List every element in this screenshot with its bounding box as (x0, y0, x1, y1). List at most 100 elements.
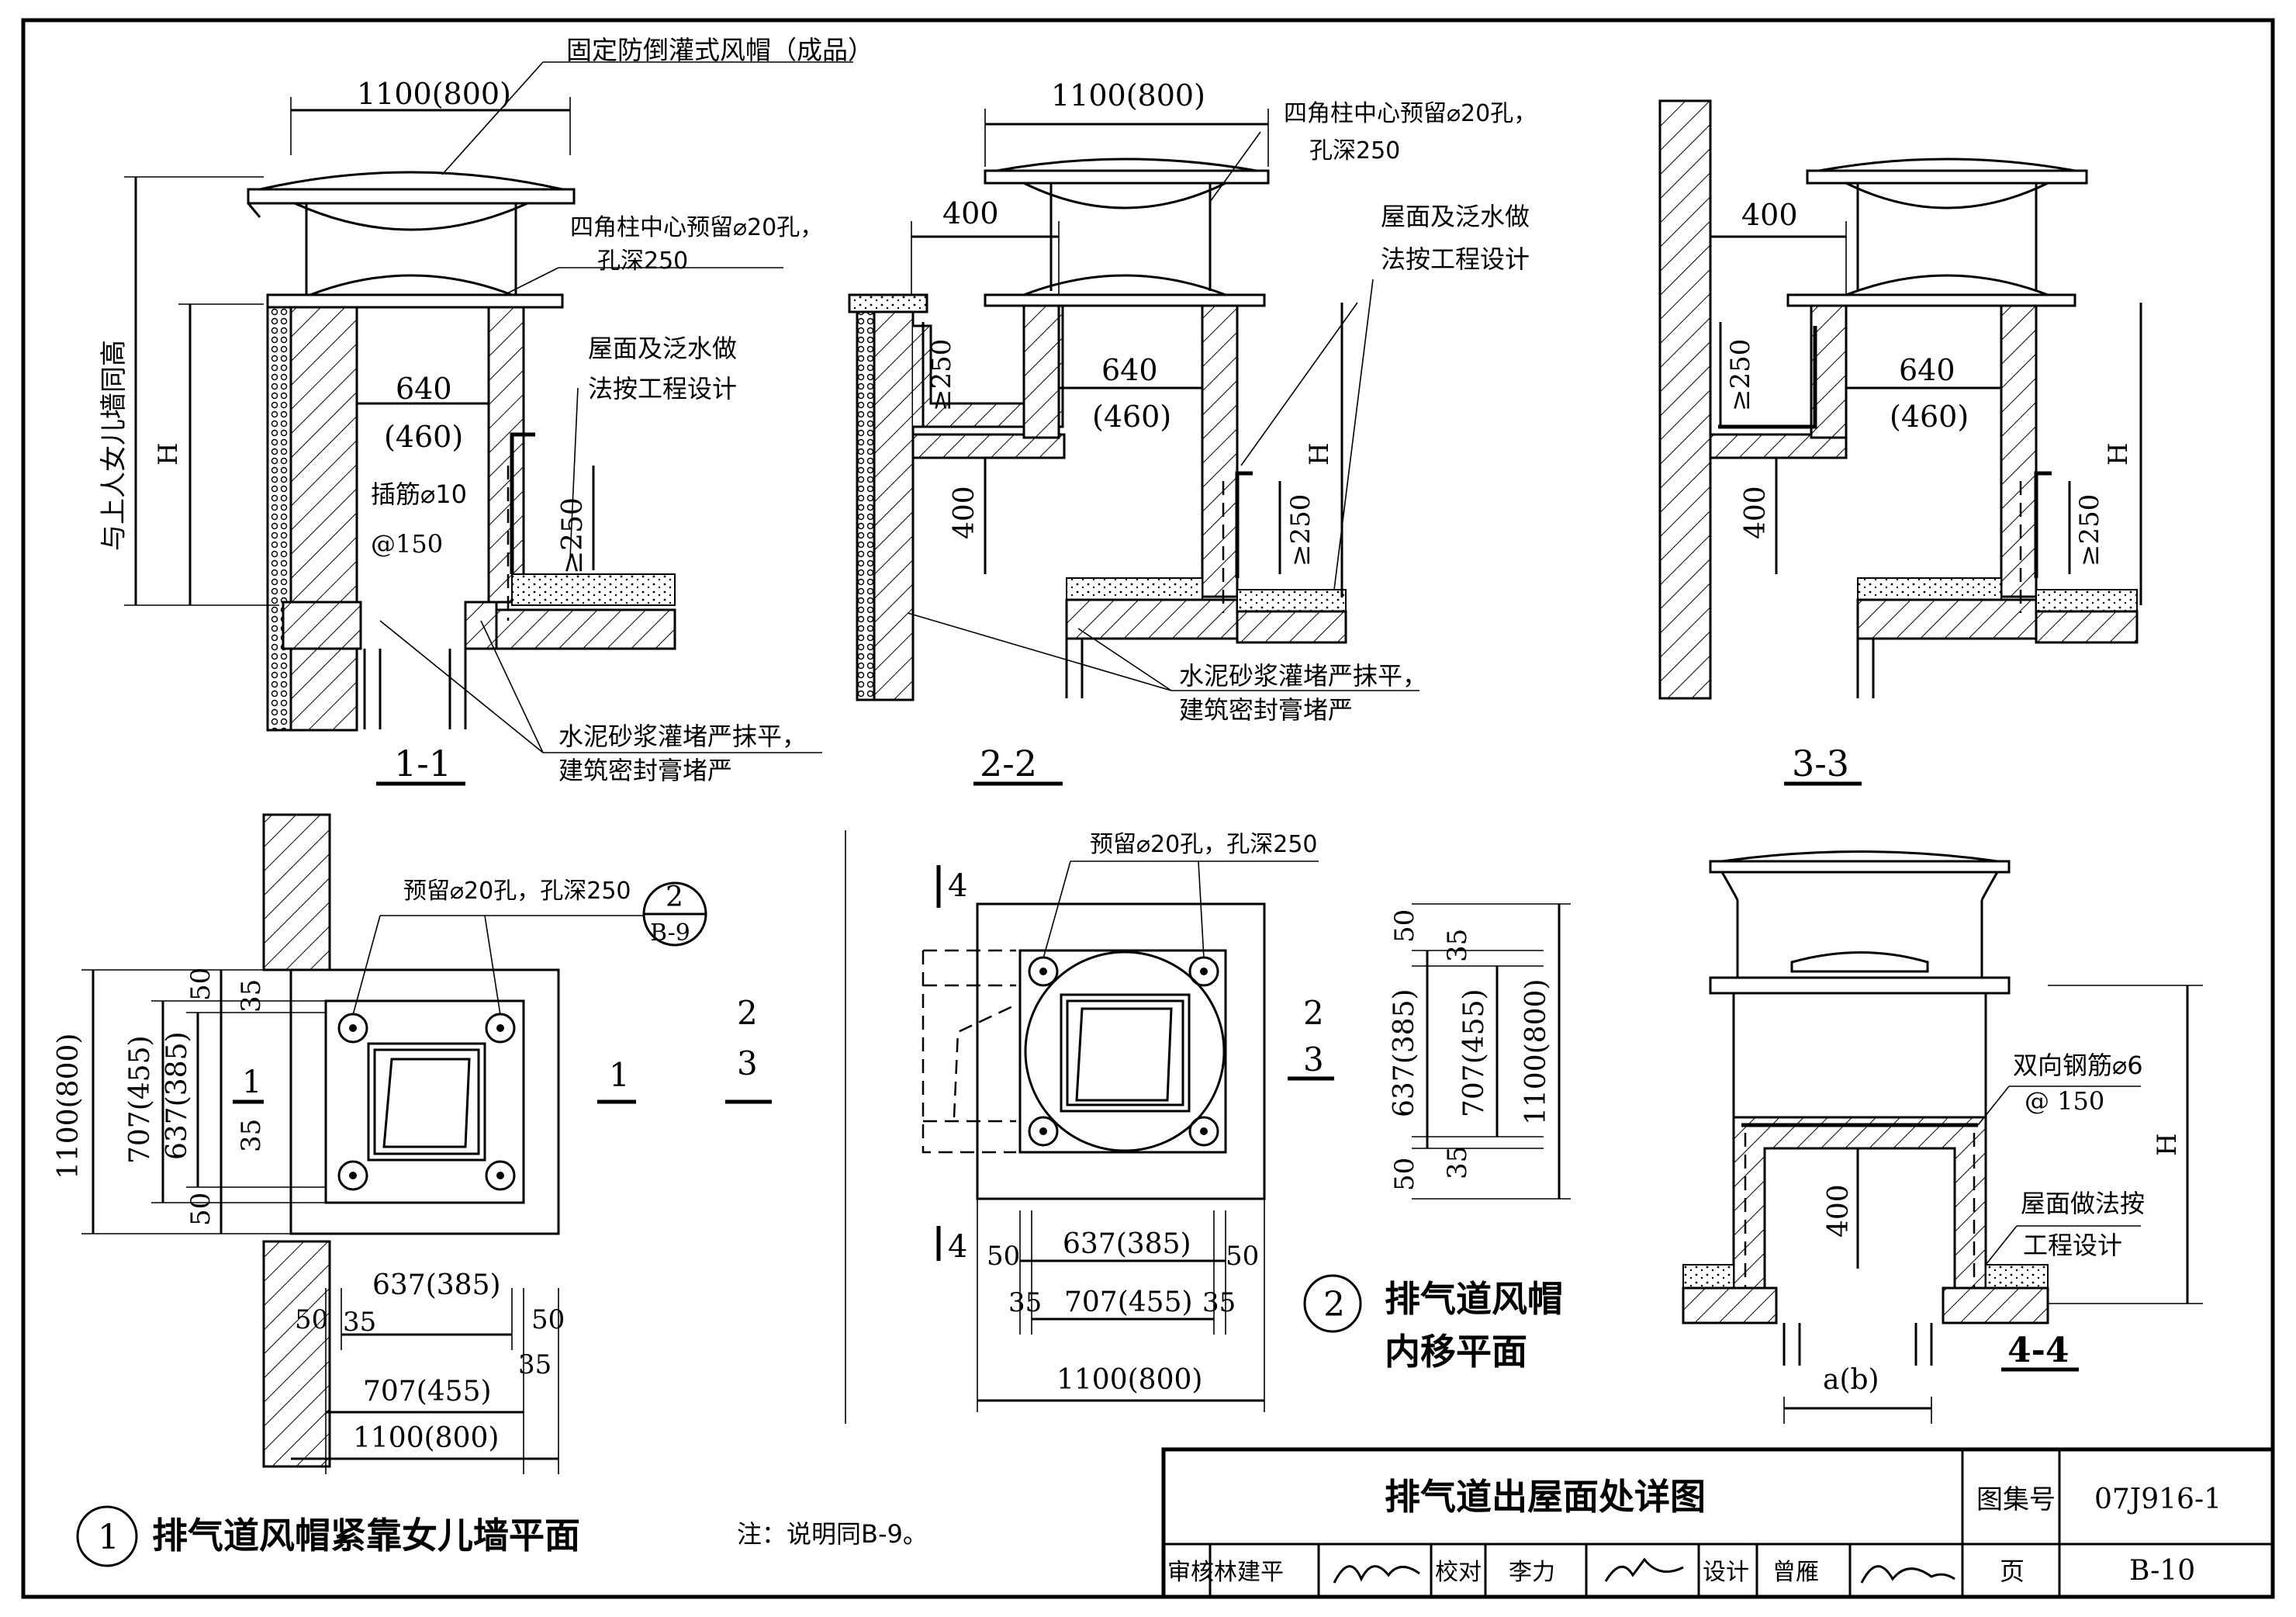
p1-h-dim-35a: 35 (343, 1307, 376, 1338)
s11-rebar-b: @150 (371, 529, 443, 559)
p1-v-dim-outer: 1100(800) (53, 1034, 85, 1179)
p1-number: 1 (98, 1518, 119, 1557)
checker-signature (1604, 1557, 1684, 1582)
s44-rebar-a: 双向钢筋⌀6 (2013, 1051, 2143, 1080)
p2-cut-2b: 3 (1303, 1040, 1324, 1079)
p1-h-dim-outer: 1100(800) (353, 1422, 499, 1454)
s11-flash-height: ≥250 (557, 497, 589, 574)
p2-h-dim-50b: 50 (1226, 1241, 1259, 1272)
s22-mortar-note-b: 建筑密封膏堵严 (1179, 695, 1353, 725)
s11-height: H (153, 442, 184, 466)
p1-h-dim-50b: 50 (531, 1304, 565, 1335)
reviewer-name: 林建平 (1214, 1559, 1284, 1586)
page-label: 页 (2000, 1556, 2025, 1586)
s22-label: 2-2 (980, 743, 1037, 784)
s22-hole-note-b: 孔深250 (1309, 137, 1400, 164)
s11-inner-dim-a: 640 (396, 372, 452, 406)
plan-2-drawing (922, 860, 1571, 1412)
s11-cap-width: 1100(800) (357, 77, 511, 111)
review-label: 审核 (1167, 1559, 1214, 1586)
p1-cut-2b: 3 (737, 1044, 758, 1082)
title-block (1161, 1447, 2275, 1599)
s33-flash-height: ≥250 (2074, 494, 2105, 566)
s22-offset: 400 (942, 196, 999, 230)
p1-title: 排气道风帽紧靠女儿墙平面 (152, 1515, 580, 1556)
plan-1-drawing (76, 813, 846, 1567)
p2-v-dim-35a: 35 (1442, 929, 1473, 962)
s33-inner-dim-a: 640 (1899, 353, 1955, 387)
p1-v-dim-50a: 50 (185, 968, 216, 1001)
p2-cut-4b: 4 (948, 1229, 967, 1265)
p2-hole-note: 预留⌀20孔，孔深250 (1090, 831, 1318, 858)
s44-height: H (2152, 1133, 2183, 1156)
s44-rebar-b: @ 150 (2025, 1086, 2104, 1116)
p1-ref-top: 2 (666, 881, 683, 913)
p2-v-dim-707: 707(455) (1458, 989, 1490, 1117)
p2-v-dim-35b: 35 (1442, 1146, 1473, 1179)
section-3-3 (1658, 99, 2142, 786)
s33-offset: 400 (1741, 198, 1798, 232)
p1-h-dim-35b: 35 (518, 1349, 552, 1380)
s44-roof-note-b: 工程设计 (2023, 1231, 2122, 1260)
drawing-title: 排气道出屋面处详图 (1385, 1476, 1706, 1518)
p2-h-dim-outer: 1100(800) (1056, 1364, 1202, 1396)
check-label: 校对 (1435, 1559, 1482, 1586)
p1-h-dim-707: 707(455) (363, 1376, 492, 1408)
p2-h-dim-50a: 50 (987, 1241, 1020, 1272)
s33-height: H (2103, 442, 2134, 466)
s22-flash-height: ≥250 (1285, 494, 1316, 566)
p1-v-dim-35b: 35 (236, 1119, 267, 1152)
s11-inner-dim-b: (460) (384, 420, 463, 454)
s11-mortar-note-a: 水泥砂浆灌堵严抹平， (558, 722, 807, 751)
sheet-border (21, 18, 2275, 1599)
s11-hole-note-a: 四角柱中心预留⌀20孔， (570, 214, 823, 241)
s33-drop: 400 (1740, 486, 1772, 539)
reviewer-signature (1333, 1565, 1420, 1584)
designer-name: 曾雁 (1772, 1559, 1819, 1586)
s22-mortar-note-a: 水泥砂浆灌堵严抹平， (1179, 661, 1427, 691)
s22-height: H (1304, 442, 1335, 466)
s11-hole-note-b: 孔深250 (597, 248, 688, 275)
p1-v-dim-707: 707(455) (124, 1035, 156, 1164)
p2-h-dim-707: 707(455) (1064, 1286, 1193, 1318)
p2-h-dim-35b: 35 (1202, 1287, 1236, 1318)
p1-ref-bottom: B-9 (650, 919, 690, 947)
p2-v-dim-50b: 50 (1389, 1158, 1420, 1191)
s11-parapet-height: 与上人女儿墙同高 (99, 340, 130, 551)
p1-h-dim-637: 637(385) (372, 1269, 501, 1301)
s11-roof-note-a: 屋面及泛水做 (588, 334, 737, 363)
s22-hole-note-a: 四角柱中心预留⌀20孔， (1284, 100, 1537, 127)
s11-label: 1-1 (394, 743, 451, 784)
checker-name: 李力 (1509, 1559, 1555, 1586)
p1-v-dim-35a: 35 (236, 979, 267, 1013)
p1-note: 注：说明同B-9。 (737, 1519, 928, 1549)
p2-cut-4a: 4 (948, 868, 967, 904)
p2-v-dim-outer: 1100(800) (1520, 979, 1552, 1125)
s33-gutter-height: ≥250 (1725, 339, 1756, 411)
s22-roof-note-b: 法按工程设计 (1381, 244, 1530, 274)
section-4-4 (1682, 850, 2203, 1424)
p2-h-dim-35a: 35 (1008, 1287, 1042, 1318)
p1-v-dim-50b: 50 (185, 1193, 216, 1226)
s44-inner-height: 400 (1823, 1184, 1855, 1238)
design-label: 设计 (1703, 1559, 1749, 1586)
p2-h-dim-637: 637(385) (1063, 1228, 1191, 1260)
p2-v-dim-50a: 50 (1389, 909, 1420, 943)
s44-width: a(b) (1823, 1364, 1879, 1396)
page-number: B-10 (2129, 1555, 2195, 1587)
atlas-label: 图集号 (1976, 1484, 2056, 1515)
p1-v-dim-637: 637(385) (161, 1031, 193, 1160)
p2-title-b: 内移平面 (1385, 1331, 1527, 1373)
s33-label: 3-3 (1792, 743, 1849, 784)
s11-rebar-a: 插筋⌀10 (371, 480, 467, 509)
s22-cap-width: 1100(800) (1051, 78, 1205, 113)
section-1-1 (124, 61, 853, 786)
p2-title-a: 排气道风帽 (1385, 1278, 1563, 1320)
p1-cut-1: 1 (609, 1056, 630, 1094)
p1-h-dim-50a: 50 (295, 1304, 328, 1335)
p1-cut-left: 1 (242, 1065, 261, 1100)
s11-mortar-note-b: 建筑密封膏堵严 (558, 756, 732, 785)
s11-cap-note: 固定防倒灌式风帽（成品） (566, 35, 873, 65)
p1-hole-note: 预留⌀20孔，孔深250 (403, 878, 631, 905)
atlas-number: 07J916-1 (2094, 1484, 2222, 1515)
